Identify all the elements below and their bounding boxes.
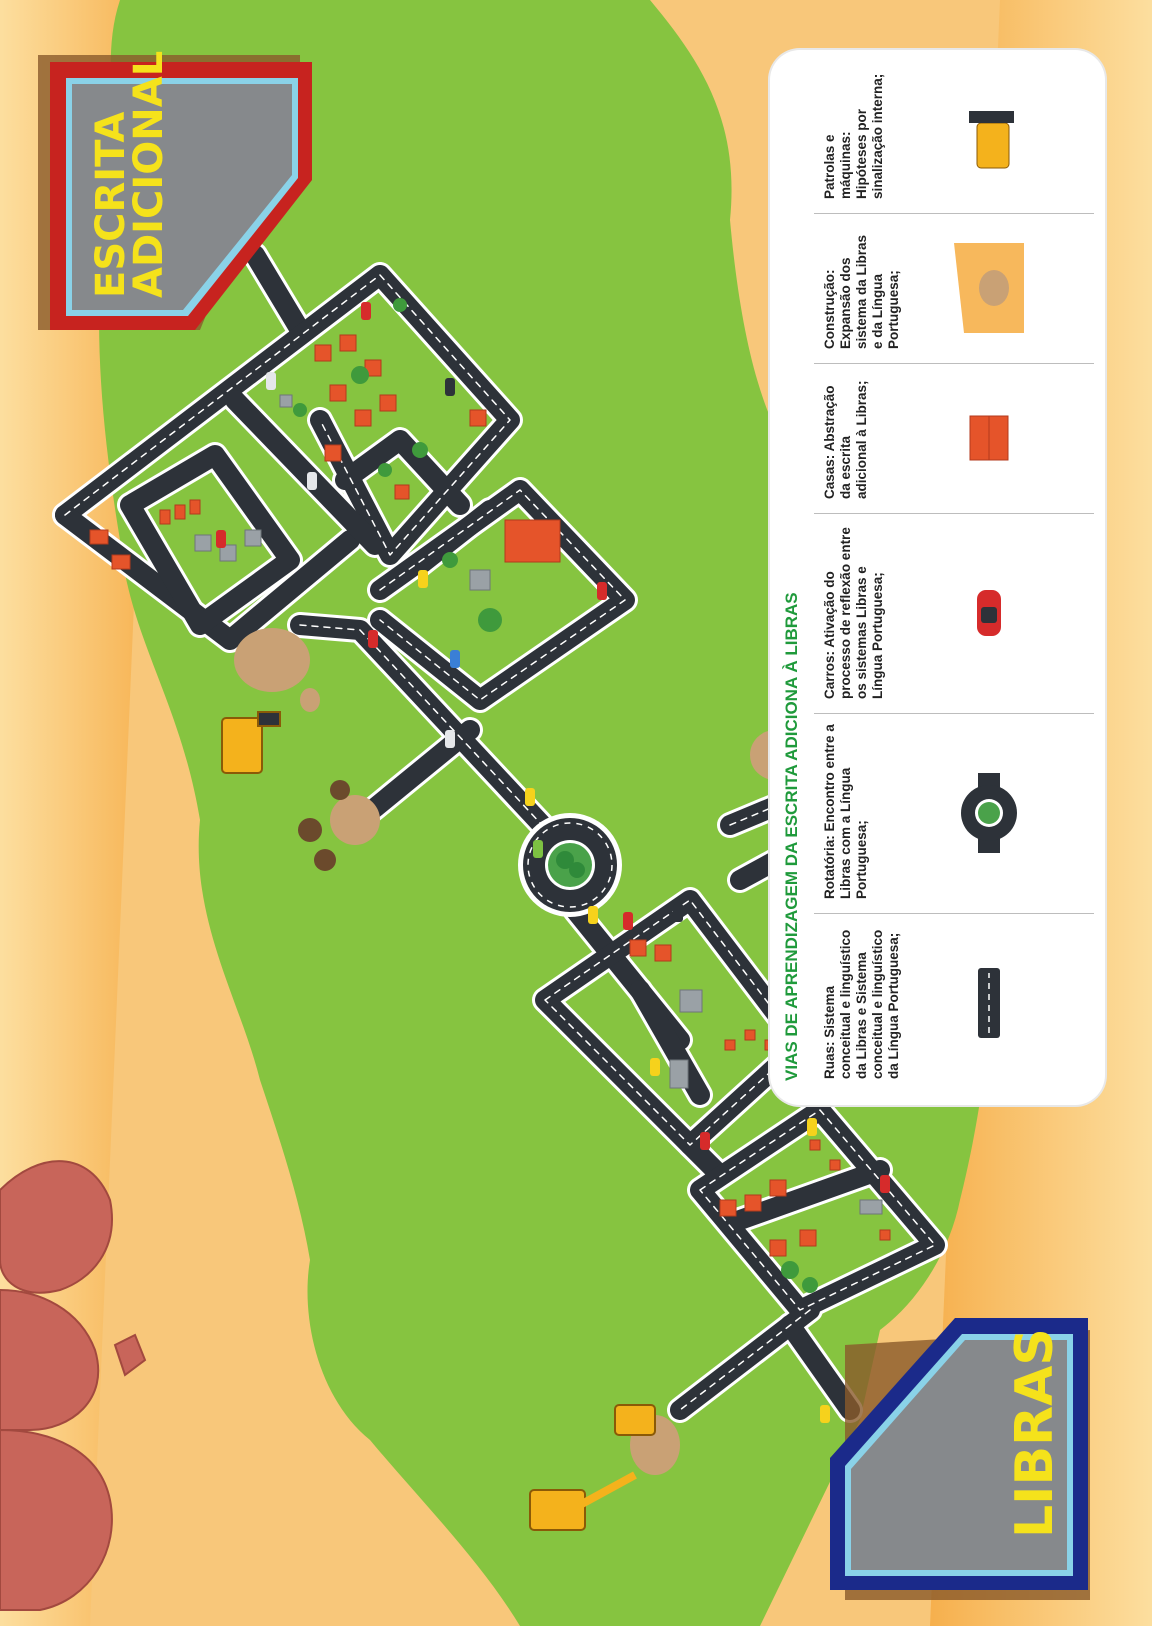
- legend-item-roundabout: Rotatória: Encontro entre a Libras com a…: [814, 713, 1094, 913]
- legend-item-text: Rotatória: Encontro entre a Libras com a…: [814, 714, 884, 913]
- legend-item-text: Construção: Expansão dos sistema da Libr…: [814, 214, 884, 363]
- legend-title: VIAS DE APRENDIZAGEM DA ESCRITA ADICIONA…: [772, 52, 812, 1103]
- legend-item-roads: Ruas: Sistema conceitual e linguístico d…: [814, 913, 1094, 1093]
- legend-item-text: Patrolas e máquinas: Hipóteses por sinal…: [814, 63, 884, 213]
- roundabout: [518, 813, 622, 917]
- legend-item-cars: Carros: Ativação do processo de reflexão…: [814, 513, 1094, 713]
- construction-icon: [884, 214, 1094, 363]
- roundabout-icon: [884, 714, 1094, 913]
- legend-item-text: Casas: Abstração da escrita adicional à …: [814, 364, 884, 513]
- house-icon: [884, 364, 1094, 513]
- legend-panel: VIAS DE APRENDIZAGEM DA ESCRITA ADICIONA…: [770, 50, 1105, 1105]
- road-icon: [884, 914, 1094, 1093]
- legend: VIAS DE APRENDIZAGEM DA ESCRITA ADICIONA…: [772, 52, 1103, 1103]
- legend-item-text: Carros: Ativação do processo de reflexão…: [814, 514, 884, 713]
- escrita-label-line2: ADICIONAL: [128, 51, 170, 298]
- car-icon: [884, 514, 1094, 713]
- bulldozer-icon: [884, 63, 1094, 213]
- legend-item-machines: Patrolas e máquinas: Hipóteses por sinal…: [814, 63, 1094, 213]
- legend-item-text: Ruas: Sistema conceitual e linguístico d…: [814, 914, 884, 1093]
- libras-label: LIBRAS: [1008, 1328, 1062, 1538]
- legend-item-houses: Casas: Abstração da escrita adicional à …: [814, 363, 1094, 513]
- legend-item-construction: Construção: Expansão dos sistema da Libr…: [814, 213, 1094, 363]
